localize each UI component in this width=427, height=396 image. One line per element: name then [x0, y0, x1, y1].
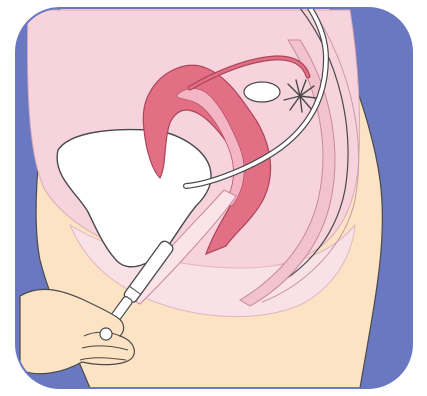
applicator-plunger-tip — [100, 328, 112, 340]
ovary — [244, 82, 280, 102]
icon-tile — [16, 8, 412, 388]
